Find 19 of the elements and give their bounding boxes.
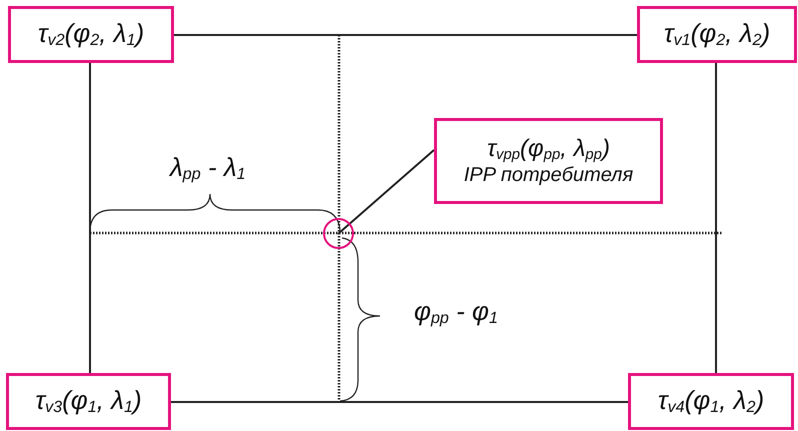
- formula-text: τ$_{v2}$(φ$_{2}$, λ$_{1}$): [38, 19, 144, 50]
- connector-line: [89, 63, 91, 373]
- dimension-label: λ$_{pp}$ - λ$_{1}$: [170, 152, 246, 184]
- label-box: [8, 6, 174, 63]
- leader-line: [338, 149, 435, 234]
- connector-line: [174, 34, 637, 36]
- formula-text: τ$_{v1}$(φ$_{2}$, λ$_{2}$): [664, 19, 770, 50]
- formula-text: τ$_{v3}$(φ$_{1}$, λ$_{1}$): [35, 386, 142, 417]
- connector-line: [171, 401, 628, 403]
- label-box: [628, 373, 794, 430]
- label-box: [434, 118, 663, 204]
- formula-text: τ$_{v4}$(φ$_{1}$, λ$_{2}$): [658, 386, 764, 417]
- label-box: [6, 373, 171, 430]
- formula-text: τ$_{vpp}$(φ$_{pp}$, λ$_{pp}$): [487, 134, 610, 164]
- dimension-label: φ$_{pp}$ - φ$_{1}$: [414, 296, 498, 328]
- label-box: [637, 6, 797, 63]
- connector-line: [715, 63, 717, 373]
- caption-text: IPP потребителя: [464, 164, 634, 188]
- marker-circle: [323, 218, 354, 249]
